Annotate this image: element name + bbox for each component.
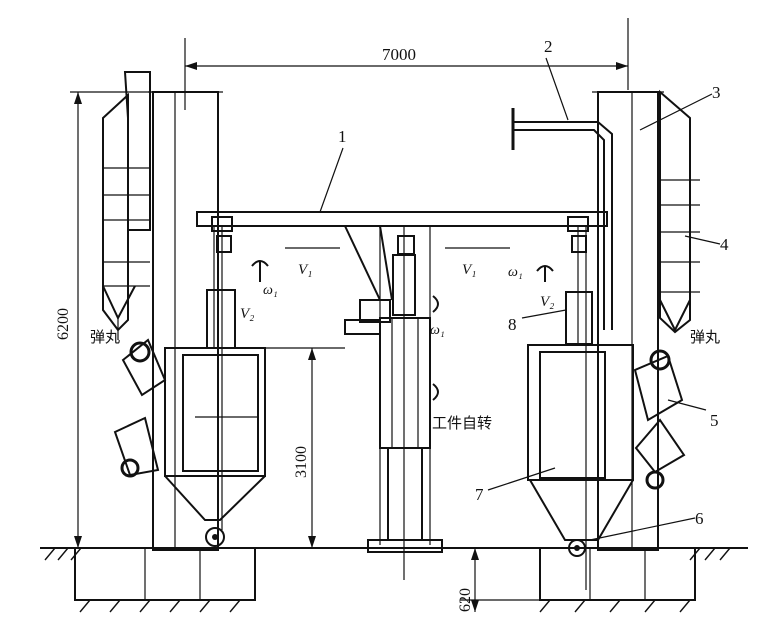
leader-lines [319, 57, 721, 541]
dimension-pit: 620 [457, 548, 540, 612]
part-label-3: 3 [712, 83, 721, 102]
dimension-7000: 7000 [382, 45, 416, 64]
workpiece-rotation-label: 工件自转 [432, 415, 492, 432]
part-label-2: 2 [544, 37, 553, 56]
dimension-chamber: 3100 [250, 347, 345, 548]
part-label-6: 6 [695, 509, 704, 528]
left-elevator [148, 91, 223, 551]
shot-left-label: 弹丸 [90, 329, 120, 346]
left-separator [102, 71, 151, 340]
ground-hatching [44, 547, 731, 613]
dimension-6200: 6200 [55, 308, 72, 340]
part-label-5: 5 [710, 411, 719, 430]
w1-left-label: ω₁ [263, 283, 278, 298]
right-elevator [592, 91, 664, 551]
part-label-4: 4 [720, 235, 729, 254]
dimension-width: 7000 [184, 18, 629, 110]
text-labels: 弹丸 弹丸 工件自转 [90, 329, 720, 432]
part-numbers: 1 2 3 4 5 6 7 8 [338, 37, 729, 528]
shot-right-label: 弹丸 [690, 329, 720, 346]
motion-labels: V₁ V₁ V₂ V₂ ω₁ ω₁ ω₁ [240, 262, 554, 338]
w1-right-label: ω₁ [508, 265, 523, 280]
right-pipe [511, 108, 613, 330]
v2-right-label: V₂ [540, 294, 554, 310]
rotation-arrows [251, 260, 554, 401]
overhead-beam [196, 211, 608, 255]
dimension-620: 620 [457, 588, 474, 612]
dimension-3100: 3100 [293, 446, 310, 478]
v1-left-label: V₁ [298, 262, 312, 278]
part-label-7: 7 [475, 485, 484, 504]
v1-right-label: V₁ [462, 262, 476, 278]
right-separator [659, 89, 700, 334]
center-column [344, 225, 443, 580]
dimension-height: 6200 [55, 91, 152, 548]
ground-foundation [40, 547, 748, 613]
left-blast-chamber [113, 226, 266, 547]
part-label-1: 1 [338, 127, 347, 146]
v2-left-label: V₂ [240, 306, 254, 322]
right-blast-chamber [527, 226, 686, 590]
part-label-8: 8 [508, 315, 517, 334]
w1-center-label: ω₁ [430, 323, 445, 338]
